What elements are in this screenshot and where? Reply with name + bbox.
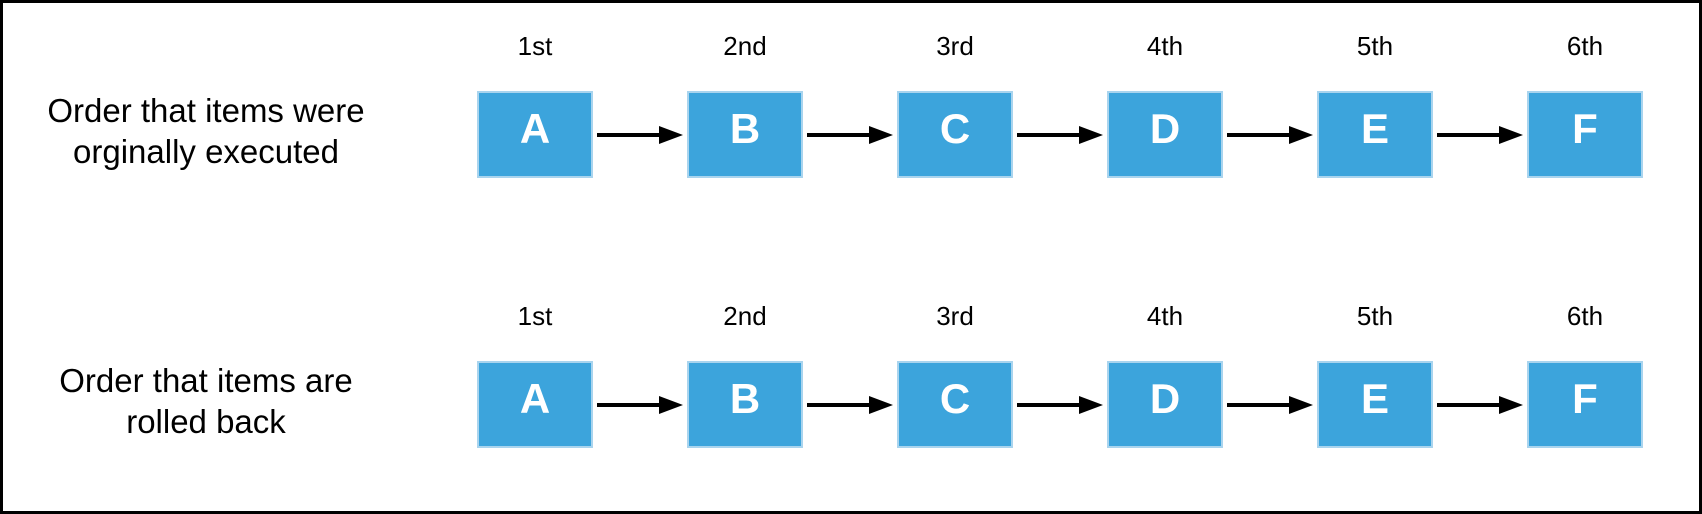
ordinal-label: 6th: [1566, 301, 1604, 331]
ordinal-label: 4th: [1146, 301, 1184, 331]
item-box: B: [687, 91, 803, 178]
flow-arrow: [803, 361, 897, 448]
item-box: D: [1107, 361, 1223, 448]
ordinal-label: 5th: [1356, 31, 1394, 61]
right-arrow-icon: [1437, 125, 1523, 144]
right-arrow-icon: [1017, 395, 1103, 414]
row-label-line: rolled back: [126, 403, 286, 440]
right-arrow-icon: [1227, 125, 1313, 144]
execution-order-row: Order that items were orginally executed…: [3, 31, 1699, 178]
ordinal-label: 4th: [1146, 31, 1184, 61]
item-box: F: [1527, 91, 1643, 178]
ordinal-label: 3rd: [936, 301, 974, 331]
flow-arrow: [1433, 91, 1527, 178]
ordinal-label: 1st: [517, 301, 553, 331]
flow-arrow: [1013, 361, 1107, 448]
flow-arrow: [593, 361, 687, 448]
ordinal-label: 3rd: [936, 31, 974, 61]
right-arrow-icon: [1017, 125, 1103, 144]
ordinal-label: 5th: [1356, 301, 1394, 331]
flow-arrow: [1013, 91, 1107, 178]
flow-arrow: [803, 91, 897, 178]
item-box: A: [477, 91, 593, 178]
row-label-line: orginally executed: [73, 133, 339, 170]
row-label-executed: Order that items were orginally executed: [3, 90, 409, 172]
ordinal-label: 6th: [1566, 31, 1604, 61]
right-arrow-icon: [597, 395, 683, 414]
ordinal-label: 2nd: [723, 301, 767, 331]
row-label-line: Order that items are: [59, 362, 353, 399]
right-arrow-icon: [807, 395, 893, 414]
row-label-line: Order that items were: [47, 92, 365, 129]
item-box: E: [1317, 361, 1433, 448]
item-box: B: [687, 361, 803, 448]
flow-arrow: [1433, 361, 1527, 448]
item-box: D: [1107, 91, 1223, 178]
item-box: C: [897, 91, 1013, 178]
ordinal-label: 2nd: [723, 31, 767, 61]
item-box: F: [1527, 361, 1643, 448]
flow-arrow: [1223, 91, 1317, 178]
right-arrow-icon: [1227, 395, 1313, 414]
item-box: C: [897, 361, 1013, 448]
item-box: E: [1317, 91, 1433, 178]
item-box: A: [477, 361, 593, 448]
flow-arrow: [1223, 361, 1317, 448]
right-arrow-icon: [1437, 395, 1523, 414]
flow-arrow: [593, 91, 687, 178]
right-arrow-icon: [807, 125, 893, 144]
ordinal-label: 1st: [517, 31, 553, 61]
right-arrow-icon: [597, 125, 683, 144]
row-label-rollback: Order that items are rolled back: [3, 360, 409, 442]
